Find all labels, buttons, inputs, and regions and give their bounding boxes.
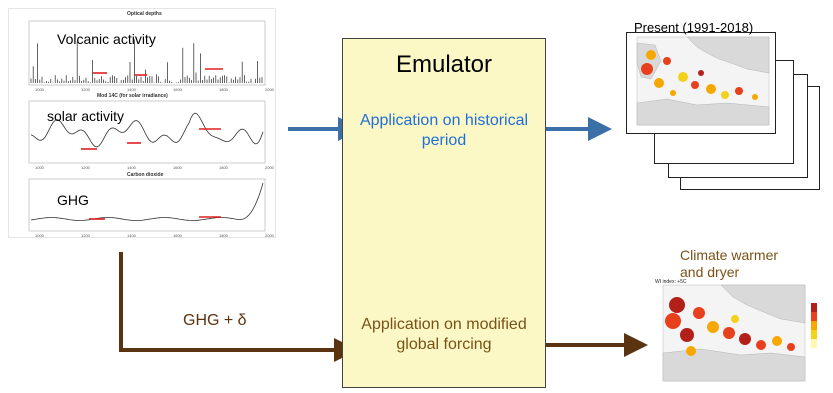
x-tick-label: 1800 — [219, 233, 229, 237]
x-tick-label: 1800 — [219, 87, 229, 92]
ghg-series — [30, 182, 264, 221]
present-map — [636, 36, 770, 126]
ghg-plot-frame — [28, 178, 266, 232]
future-map-header: WI index: +5C — [655, 279, 687, 285]
future-map-card: WI index: +5C — [651, 275, 827, 388]
climate-line-1: Climate warmer — [680, 247, 779, 263]
ghg-delta-label: GHG + δ — [183, 312, 247, 329]
x-tick-label: 1800 — [219, 165, 229, 170]
x-tick-label: 2000 — [265, 233, 275, 237]
x-tick-label: 1000 — [35, 233, 45, 237]
x-tick-label: 2000 — [265, 165, 275, 170]
modified-forcing-text: Application on modified global forcing — [361, 316, 527, 353]
x-tick-label: 1600 — [173, 233, 183, 237]
solar-series — [30, 112, 264, 148]
x-tick-label: 1400 — [127, 233, 137, 237]
solar-activity-label: solar activity — [47, 108, 125, 124]
present-title: Present (1991-2018) — [634, 20, 754, 35]
x-tick-label: 1600 — [173, 165, 183, 170]
climate-warmer-dryer-label: Climate warmer and dryer — [680, 247, 778, 281]
x-tick-label: 1200 — [81, 165, 91, 170]
forcing-panel: Optical depths Mod 14C (for solar irradi… — [8, 8, 276, 238]
x-tick-label: 1200 — [81, 233, 91, 237]
carbon-dioxide-title: Carbon dioxide — [127, 172, 164, 178]
present-hotspots — [641, 50, 758, 100]
volcanic-series — [30, 39, 263, 83]
emulator-box: Emulator Application on historical perio… — [342, 38, 546, 388]
x-tick-label: 1000 — [35, 87, 45, 92]
future-map: WI index: +5C — [655, 279, 817, 382]
volcanic-activity-label: Volcanic activity — [57, 31, 156, 47]
ghg-label: GHG — [57, 192, 89, 208]
x-tick-label: 1400 — [127, 165, 137, 170]
optical-depths-title: Optical depths — [127, 11, 162, 17]
historical-application-text: Application on historical period — [359, 112, 529, 149]
solar-plot-frame — [28, 100, 266, 164]
x-tick-label: 2000 — [265, 87, 275, 92]
solar-irradiance-title: Mod 14C (for solar irradiance) — [97, 93, 168, 99]
climate-line-2: and dryer — [680, 264, 740, 280]
x-tick-label: 1000 — [35, 165, 45, 170]
red-highlights — [81, 68, 223, 220]
future-legend — [811, 303, 817, 348]
ghg-delta-arrow — [119, 252, 358, 362]
x-tick-label: 1400 — [127, 87, 137, 92]
x-tick-label: 1200 — [81, 87, 91, 92]
present-map-card — [626, 32, 776, 134]
emulator-title: Emulator — [395, 51, 493, 78]
x-tick-label: 1600 — [173, 87, 183, 92]
future-hotspots — [665, 297, 795, 356]
volcanic-plot-frame — [28, 20, 266, 86]
forcing-plots: 1000 1200 1400 1600 1800 2000 1000 1200 1400 1600… — [28, 20, 275, 237]
